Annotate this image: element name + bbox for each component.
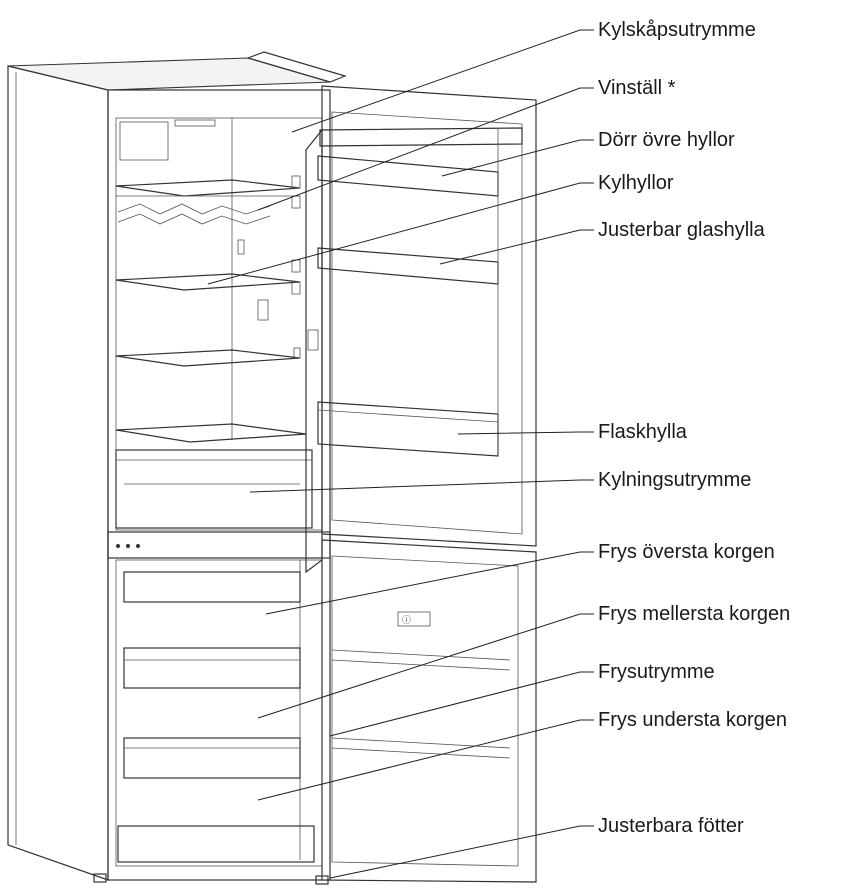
cabinet [7,51,347,881]
fridge-door [317,85,537,547]
label-kylhyllor: Kylhyllor [598,172,674,194]
label-frys-understa-korgen: Frys understa korgen [598,709,787,731]
label-flaskhylla: Flaskhylla [598,421,687,443]
label-frys-oversta-korgen: Frys översta korgen [598,541,775,563]
freezer-door: ⓘ [321,539,537,883]
label-justerbar-glashylla: Justerbar glashylla [598,219,765,241]
door-hinge-strip [305,128,323,574]
freezer-compartment [117,560,315,863]
label-justerbara-fotter: Justerbara fötter [598,815,744,837]
label-vinstall: Vinställ * [598,77,676,99]
adjustable-feet [93,873,329,885]
label-dorr-ovre-hyllor: Dörr övre hyllor [598,129,735,151]
freezer-badge: ⓘ [402,615,411,625]
leader-lines [207,29,594,879]
label-frys-mellersta-korgen: Frys mellersta korgen [598,603,791,625]
wine-rack [115,179,301,225]
label-kylskapsutrymme: Kylskåpsutrymme [598,19,756,41]
fridge-compartment [115,118,313,529]
crisper-drawer [115,449,313,529]
label-kylningsutrymme: Kylningsutrymme [598,469,752,491]
label-frysutrymme: Frysutrymme [598,661,715,683]
